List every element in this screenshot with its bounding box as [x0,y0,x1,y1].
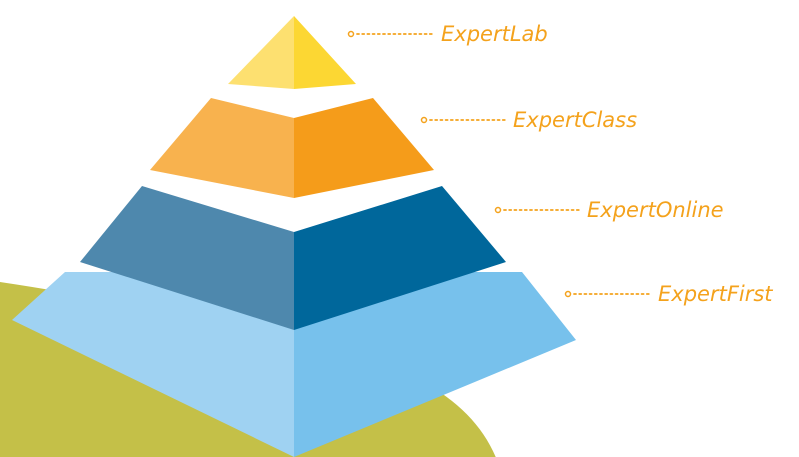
tier-expertlab-dot [347,30,355,38]
tier-expertlab-left-face [228,16,294,89]
tier-expertfirst-connector [564,290,652,298]
tier-expertfirst-left-face [12,272,294,457]
tier-expertclass-connector [420,116,507,124]
tier-expertclass-left-face [150,98,294,198]
tier-expertclass-label: ExpertClass [513,108,637,132]
tier-expertlab-label: ExpertLab [441,22,548,46]
tier-expertonline-right-face [294,186,506,330]
tier-expertclass-dot [420,116,428,124]
tier-expertonline-connector [494,206,581,214]
tier-expertfirst: ExpertFirst [12,272,773,457]
tier-expertlab-connector [347,30,435,38]
tier-expertclass-right-face [294,98,434,198]
tier-expertfirst-dot [564,290,572,298]
tier-expertonline-label: ExpertOnline [587,198,724,222]
tier-expertonline-left-face [80,186,294,330]
tier-expertfirst-right-face [294,272,576,457]
tier-expertonline-dot [494,206,502,214]
tier-expertonline: ExpertOnline [80,186,724,330]
tier-expertclass: ExpertClass [150,98,637,198]
tier-expertlab-right-face [294,16,356,89]
tier-expertfirst-label: ExpertFirst [658,282,773,306]
tier-expertlab: ExpertLab [228,16,548,89]
